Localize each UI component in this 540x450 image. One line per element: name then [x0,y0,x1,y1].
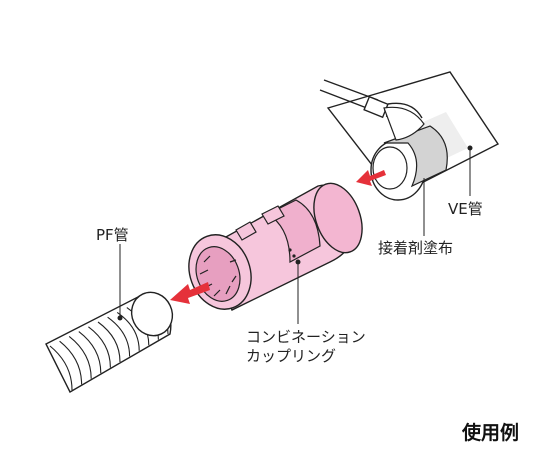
pf-pipe-rib [116,311,140,351]
pf-pipe-rib [107,316,131,357]
pf-pipe-rib [68,335,92,379]
insert-arrow-left [170,282,210,304]
pf-pipe-rib [97,321,121,363]
leader-lines [119,148,471,324]
usage-example-caption: 使用例 [462,422,520,444]
pf-pipe-rib [49,345,73,391]
coupling-label-line1: コンビネーション [246,328,366,346]
adhesive-label: 接着剤塗布 [378,239,454,257]
insert-arrow-right [356,170,386,186]
coupling-label-line2: カップリング [246,347,337,365]
pf-pipe-rib [88,326,111,368]
ve-pipe-label: VE管 [448,200,483,218]
pf-pipe-rib [78,331,102,374]
adhesive-brush [319,79,425,141]
adhesive-band [383,125,448,188]
pf-pipe [45,291,174,393]
pf-pipe-label: PF管 [96,226,129,244]
combination-coupling [188,182,363,311]
pf-pipe-rib [59,340,83,385]
